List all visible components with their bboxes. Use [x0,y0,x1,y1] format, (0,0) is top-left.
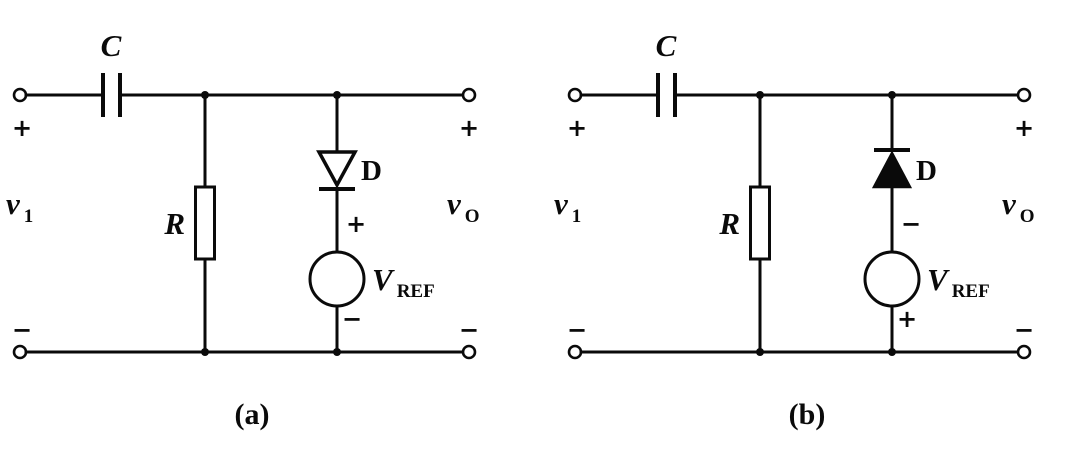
input-terminal-top [12,87,28,103]
input-voltage-label: v 1 [6,186,33,227]
circuit-b-schematic: C R D V REF v 1 v O + − + − − + (b) [554,28,1035,431]
diode-symbol [316,150,358,189]
output-voltage-label: v O [1002,186,1035,227]
input-plus-sign: + [12,114,32,142]
vref-source-symbol [863,250,921,308]
resistor-symbol [194,185,216,261]
vref-label: V REF [372,262,435,302]
input-minus-sign: − [567,316,587,344]
input-voltage-label: v 1 [554,186,581,227]
output-plus-sign: + [459,114,479,142]
output-terminal-top [1016,87,1032,103]
source-top-sign: − [901,210,921,238]
diode-label: D [361,155,382,187]
resistor-label: R [163,206,185,241]
junction-dot [756,348,764,356]
output-minus-sign: − [1014,316,1034,344]
circuit-a-caption: (a) [235,398,270,431]
diode-label: D [916,155,937,187]
diode-symbol [871,150,913,189]
output-terminal-bottom [1016,344,1032,360]
input-terminal-top [567,87,583,103]
capacitor-label: C [656,28,677,63]
source-top-sign: + [346,210,366,238]
input-terminal-bottom [12,344,28,360]
junction-dot [201,348,209,356]
output-terminal-bottom [461,344,477,360]
source-bottom-sign: + [897,305,917,333]
output-minus-sign: − [459,316,479,344]
circuit-b-caption: (b) [789,398,826,431]
input-terminal-bottom [567,344,583,360]
circuit-a: C R D V REF v 1 v O + − + − + − (a) [6,28,480,431]
output-plus-sign: + [1014,114,1034,142]
input-plus-sign: + [567,114,587,142]
source-bottom-sign: − [342,305,362,333]
resistor-label: R [718,206,740,241]
input-minus-sign: − [12,316,32,344]
vref-label: V REF [927,262,990,302]
circuit-b: C R D V REF v 1 v O + − + − − + (b) [540,0,1080,468]
junction-dot [888,348,896,356]
junction-dot [333,348,341,356]
output-terminal-top [461,87,477,103]
vref-source-symbol [308,250,366,308]
circuit-a-schematic: C R D V REF v 1 v O + − + − + − (a) [6,28,480,431]
resistor-symbol [749,185,771,261]
capacitor-label: C [101,28,122,63]
output-voltage-label: v O [447,186,480,227]
